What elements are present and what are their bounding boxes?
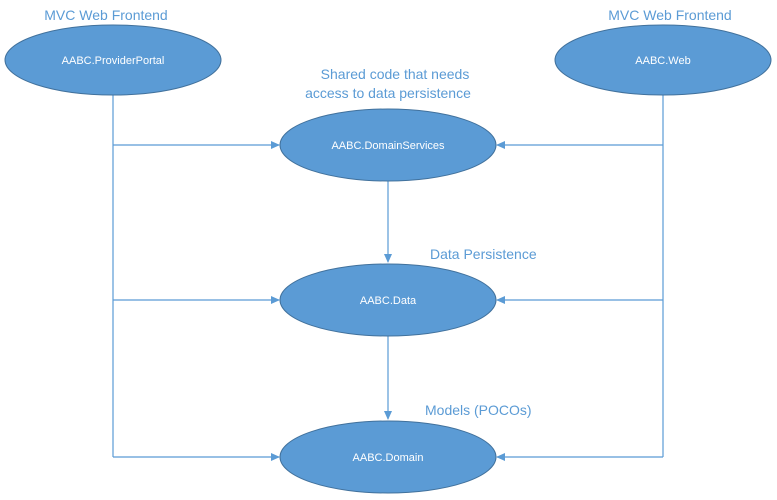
node-data: AABC.Data bbox=[279, 263, 497, 337]
node-label-data: AABC.Data bbox=[360, 295, 417, 307]
node-domain: AABC.Domain bbox=[279, 420, 497, 494]
node-label-provider-portal: AABC.ProviderPortal bbox=[62, 55, 165, 67]
annotation-provider-portal-role: MVC Web Frontend bbox=[44, 7, 167, 23]
node-shape bbox=[4, 24, 222, 96]
node-shape bbox=[279, 263, 497, 337]
annotation-domain-role: Models (POCOs) bbox=[425, 402, 532, 418]
node-shape bbox=[279, 108, 497, 182]
annotation-data-role: Data Persistence bbox=[430, 246, 537, 262]
node-shape bbox=[554, 24, 772, 96]
node-label-domain: AABC.Domain bbox=[353, 452, 424, 464]
node-label-web: AABC.Web bbox=[635, 55, 690, 67]
node-shape bbox=[279, 420, 497, 494]
annotation-domain-services-role-line1: Shared code that needs bbox=[321, 66, 470, 82]
node-provider-portal: AABC.ProviderPortal bbox=[4, 24, 222, 96]
node-domain-services: AABC.DomainServices bbox=[279, 108, 497, 182]
annotation-domain-services-role-line2: access to data persistence bbox=[305, 85, 471, 101]
node-web: AABC.Web bbox=[554, 24, 772, 96]
node-label-domain-services: AABC.DomainServices bbox=[331, 140, 445, 152]
annotation-web-role: MVC Web Frontend bbox=[608, 7, 731, 23]
